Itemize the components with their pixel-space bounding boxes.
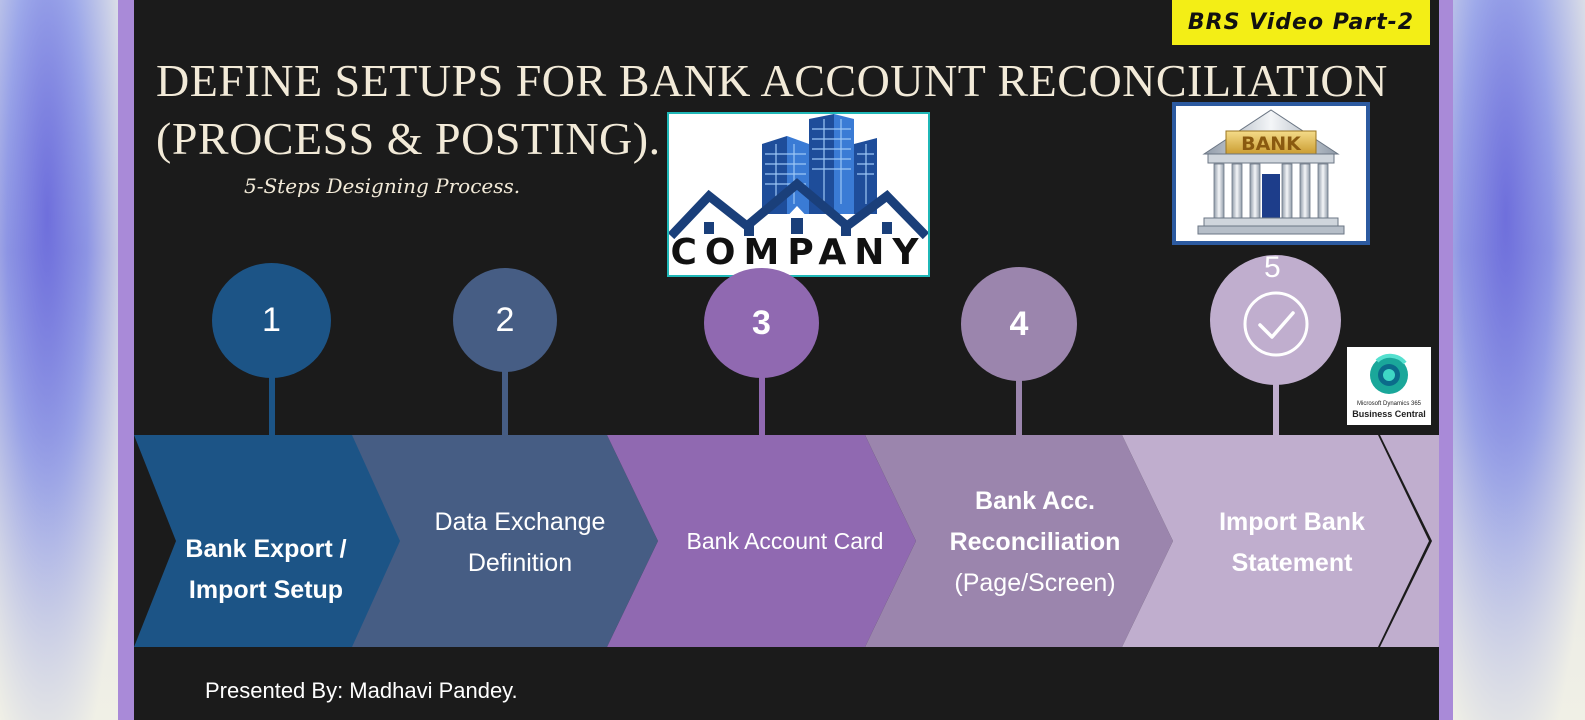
step-1-stem	[269, 370, 275, 440]
step-3-arrow	[607, 435, 916, 647]
step-1-label-line-2: Import Setup	[188, 575, 344, 604]
step-5-arrow	[1122, 435, 1429, 647]
step-5-stem	[1273, 375, 1279, 440]
subtitle: 5-Steps Designing Process.	[244, 174, 521, 198]
step-5-circle	[1210, 255, 1341, 385]
step-3-stem	[759, 370, 765, 440]
step-2-label-line-1: Data Exchange	[434, 507, 606, 536]
step-5-label: Import Bank Statement	[1192, 500, 1392, 585]
checkmark-icon	[1243, 291, 1308, 357]
step-5-label-line-1: Import Bank	[1219, 507, 1365, 536]
step-4-label-line-3: (Page/Screen)	[954, 568, 1116, 597]
step-4-stem	[1016, 370, 1022, 440]
company-logo-text: COMPANY	[670, 232, 927, 273]
step-1-arrow	[134, 435, 404, 647]
bank-logo-text: BANK	[1241, 133, 1301, 155]
title-line-2: (PROCESS & POSTING).	[156, 113, 661, 164]
presenter-credit: Presented By: Madhavi Pandey.	[205, 678, 518, 703]
step-4-label: Bank Acc. Reconciliation (Page/Screen)	[930, 480, 1140, 604]
step-2-stem	[502, 370, 508, 440]
bc-logo-line-2: Business Central	[1352, 409, 1426, 419]
right-background	[1453, 0, 1585, 720]
video-part-tag: BRS Video Part-2	[1172, 0, 1430, 45]
bank-building-icon	[1197, 109, 1345, 235]
step-5-label-line-2: Statement	[1231, 548, 1353, 577]
step-1-label: Bank Export / Import Setup	[166, 527, 366, 612]
step-3-circle: 3	[704, 268, 819, 378]
step-1-label-line-1: Bank Export /	[185, 534, 347, 563]
bank-logo: BANK	[1172, 102, 1370, 245]
step-2-label-line-2: Definition	[467, 548, 573, 577]
process-arrows	[134, 435, 1439, 647]
step-5-number: 5	[1264, 251, 1281, 284]
business-central-logo: Microsoft Dynamics 365 Business Central	[1347, 347, 1431, 425]
step-4-label-line-1: Bank Acc.	[975, 486, 1095, 515]
step-2-circle: 2	[453, 268, 557, 372]
step-2-arrow	[352, 435, 658, 647]
step-3-label-line-1: Bank Account Card	[686, 527, 884, 554]
company-logo: COMPANY	[667, 112, 930, 277]
step-4-label-line-2: Reconciliation	[949, 527, 1121, 556]
step-1-circle: 1	[212, 263, 331, 378]
page-title: DEFINE SETUPS FOR BANK ACCOUNT RECONCILI…	[156, 52, 1388, 168]
step-3-label: Bank Account Card	[670, 520, 900, 562]
step-6-arrow-partial	[1380, 435, 1439, 647]
business-central-icon	[1370, 353, 1408, 394]
step-4-arrow	[865, 435, 1173, 647]
left-background	[0, 0, 118, 720]
title-line-1: DEFINE SETUPS FOR BANK ACCOUNT RECONCILI…	[156, 55, 1388, 106]
step-2-label: Data Exchange Definition	[420, 500, 620, 585]
step-4-circle: 4	[961, 267, 1077, 381]
company-buildings-icon	[669, 114, 928, 239]
bc-logo-line-1: Microsoft Dynamics 365	[1356, 401, 1422, 407]
